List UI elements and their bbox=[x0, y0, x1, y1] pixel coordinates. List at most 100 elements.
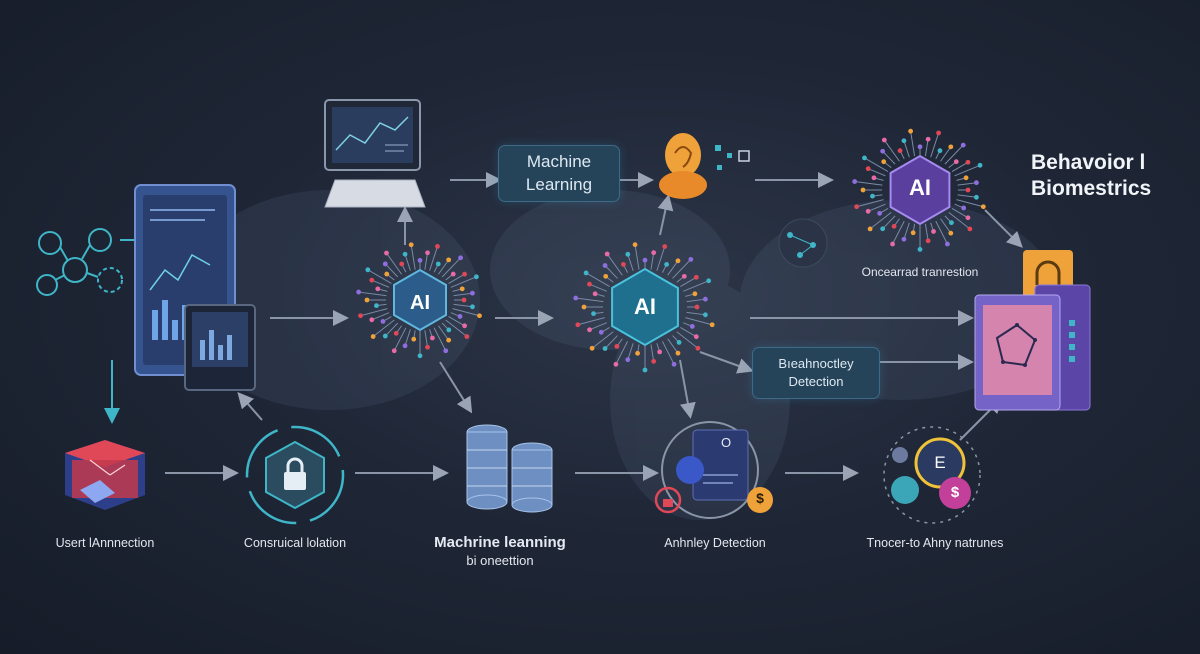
circuit-node-dot bbox=[470, 290, 475, 296]
circuit-trace bbox=[683, 280, 709, 292]
fingerprint-person-icon bbox=[659, 133, 750, 199]
circuit-trace bbox=[667, 260, 679, 276]
circuit-node-dot bbox=[369, 317, 375, 323]
circuit-node-dot bbox=[937, 148, 943, 154]
circuit-node-dot bbox=[651, 250, 657, 256]
ai-right-caption: Oncearrad tranrestion bbox=[861, 265, 979, 279]
circuit-node-dot bbox=[435, 244, 440, 249]
circuit-trace bbox=[940, 218, 952, 234]
circuit-trace bbox=[372, 319, 395, 337]
circuit-trace bbox=[854, 181, 883, 186]
circuit-trace bbox=[954, 164, 981, 177]
anomaly-dollar: $ bbox=[756, 490, 764, 506]
circuit-trace bbox=[448, 273, 465, 284]
circuit-node-dot bbox=[598, 329, 604, 335]
caption-transaction: Tnocer-to Ahny natrunes bbox=[866, 536, 1004, 550]
circuit-trace bbox=[951, 208, 969, 219]
circuit-node-dot bbox=[852, 179, 858, 184]
circuit-trace bbox=[680, 276, 697, 287]
circuit-trace bbox=[650, 344, 655, 362]
circuit-trace bbox=[437, 259, 450, 275]
circuit-node-dot bbox=[693, 274, 699, 280]
circuit-node-dot bbox=[446, 257, 452, 263]
circuit-node-dot bbox=[945, 241, 950, 247]
machine-learning-pill: Machine Learning bbox=[498, 145, 620, 202]
detection-line1: Bıeahnoctley bbox=[778, 356, 854, 372]
circuit-trace bbox=[424, 252, 429, 270]
circuit-node-dot bbox=[369, 277, 375, 283]
circuit-node-dot bbox=[625, 357, 631, 363]
circuit-node-dot bbox=[651, 358, 657, 364]
security-lock-icon bbox=[245, 425, 345, 525]
circuit-node-dot bbox=[693, 334, 699, 340]
circuit-node-dot bbox=[980, 204, 986, 210]
circuit-node-dot bbox=[695, 345, 701, 351]
circuit-node-dot bbox=[642, 257, 648, 263]
circuit-node-dot bbox=[591, 311, 596, 317]
circuit-node-dot bbox=[931, 229, 936, 234]
circuit-trace bbox=[656, 246, 666, 271]
circuit-node-dot bbox=[676, 339, 682, 345]
circuit-trace bbox=[589, 283, 607, 292]
arrow-lock-to-tablet bbox=[237, 391, 263, 421]
caption-ml-line1: Machrine leanning bbox=[434, 534, 566, 551]
circuit-node-dot bbox=[393, 330, 399, 336]
ai-chip-core bbox=[393, 268, 447, 332]
circuit-node-dot bbox=[384, 271, 390, 277]
detection-pill: Bıeahnoctley Detection bbox=[752, 347, 880, 399]
circuit-node-dot bbox=[587, 281, 592, 287]
circuit-trace bbox=[650, 252, 655, 270]
circuit-node-dot bbox=[402, 251, 408, 257]
circuit-trace bbox=[437, 325, 450, 341]
circuit-trace bbox=[892, 220, 905, 245]
circuit-node-dot bbox=[862, 155, 867, 161]
circuit-node-dot bbox=[399, 261, 405, 267]
page-title: Behavoior l Biomestrics bbox=[1031, 150, 1151, 203]
circuit-node-dot bbox=[657, 349, 663, 355]
circuit-node-dot bbox=[473, 274, 479, 280]
circuit-trace bbox=[924, 223, 929, 241]
circuit-node-dot bbox=[901, 138, 907, 144]
database-stack-icon bbox=[466, 424, 553, 513]
transaction-dollar: $ bbox=[950, 484, 960, 501]
circuit-node-dot bbox=[675, 350, 681, 356]
circuit-trace bbox=[404, 254, 411, 271]
circuit-trace bbox=[662, 341, 675, 365]
circuit-trace bbox=[448, 316, 465, 327]
circuit-trace bbox=[433, 327, 447, 351]
circuit-node-dot bbox=[974, 180, 979, 186]
circuit-node-dot bbox=[446, 327, 452, 333]
arrow-ai-to-anomaly bbox=[679, 359, 696, 419]
circuit-trace bbox=[940, 146, 952, 162]
circuit-trace bbox=[404, 329, 411, 346]
circuit-trace bbox=[360, 308, 388, 317]
circuit-trace bbox=[575, 297, 604, 303]
circuit-trace bbox=[577, 317, 605, 326]
circuit-node-dot bbox=[854, 204, 860, 210]
network-globe-icon bbox=[778, 218, 828, 268]
circuit-node-dot bbox=[977, 162, 983, 168]
circuit-trace bbox=[686, 311, 706, 316]
circuit-node-dot bbox=[464, 334, 470, 339]
ai-chip-right bbox=[852, 128, 986, 252]
circuit-node-dot bbox=[865, 208, 871, 214]
circuit-node-dot bbox=[382, 261, 388, 267]
ai-left-label: AI bbox=[410, 292, 430, 314]
circuit-node-dot bbox=[382, 333, 388, 339]
circuit-node-dot bbox=[470, 304, 475, 310]
circuit-trace bbox=[604, 335, 618, 349]
circuit-node-dot bbox=[587, 327, 592, 333]
ai-center-label: AI bbox=[634, 294, 656, 319]
circuit-node-dot bbox=[948, 144, 954, 150]
transaction-coins-icon bbox=[883, 426, 981, 524]
circuit-trace bbox=[384, 322, 399, 337]
circuit-node-dot bbox=[692, 291, 698, 297]
circuit-node-dot bbox=[364, 297, 370, 303]
circuit-trace bbox=[856, 199, 884, 208]
circuit-trace bbox=[903, 222, 910, 240]
circuit-node-dot bbox=[860, 187, 866, 193]
circuit-trace bbox=[615, 341, 628, 365]
circuit-node-dot bbox=[662, 244, 668, 249]
circuit-node-dot bbox=[671, 361, 677, 367]
